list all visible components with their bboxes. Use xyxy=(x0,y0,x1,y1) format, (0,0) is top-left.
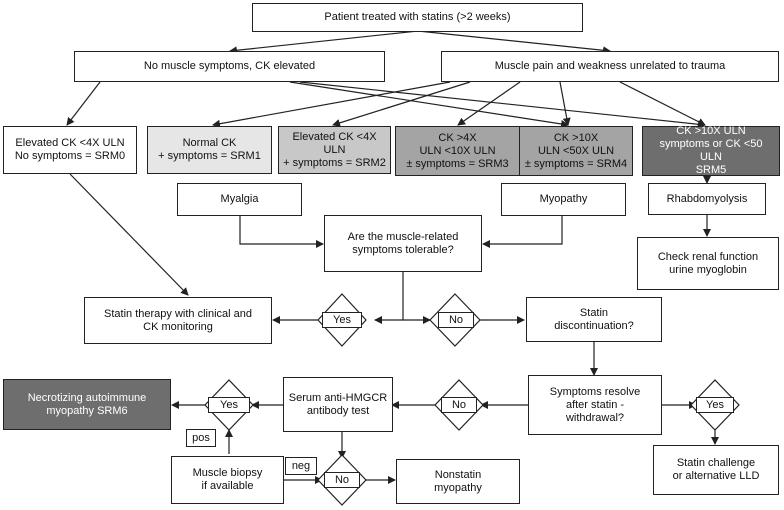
srm3-box: CK >4X ULN <10X ULN ± symptoms = SRM3 xyxy=(395,126,520,176)
statin-therapy-box: Statin therapy with clinical and CK moni… xyxy=(84,297,272,344)
statin-challenge-box: Statin challenge or alternative LLD xyxy=(653,445,779,495)
necrotizing-myopathy-box: Necrotizing autoimmune myopathy SRM6 xyxy=(3,379,171,430)
tolerable-question-box: Are the muscle-related symptoms tolerabl… xyxy=(324,215,482,272)
yes-tolerable-label: Yes xyxy=(322,312,362,328)
symptoms-resolve-box: Symptoms resolve after statin - withdraw… xyxy=(528,375,662,435)
rhabdomyolysis-box: Rhabdomyolysis xyxy=(648,183,766,215)
yes-hmgcr-label: Yes xyxy=(208,397,250,413)
no-resolve-label: No xyxy=(441,397,477,413)
patient-box: Patient treated with statins (>2 weeks) xyxy=(252,3,583,32)
no-hmgcr-label: No xyxy=(324,472,360,488)
srm2-box: Elevated CK <4X ULN + symptoms = SRM2 xyxy=(278,126,391,174)
srm4-box: CK >10X ULN <50X ULN ± symptoms = SRM4 xyxy=(519,126,633,176)
no-tolerable-label: No xyxy=(438,312,474,328)
neg-label: neg xyxy=(285,457,317,475)
muscle-biopsy-box: Muscle biopsy if available xyxy=(171,456,284,504)
discontinuation-box: Statin discontinuation? xyxy=(526,297,662,342)
myalgia-box: Myalgia xyxy=(177,183,302,216)
srm1-box: Normal CK + symptoms = SRM1 xyxy=(147,126,272,174)
yes-resolve-label: Yes xyxy=(696,397,734,413)
anti-hmgcr-box: Serum anti-HMGCR antibody test xyxy=(283,377,393,432)
srm5-box: CK >10X ULN symptoms or CK <50 ULN SRM5 xyxy=(642,125,780,176)
no-symptoms-ck-box: No muscle symptoms, CK elevated xyxy=(74,51,385,82)
myopathy-box: Myopathy xyxy=(501,183,626,216)
srm0-box: Elevated CK <4X ULN No symptoms = SRM0 xyxy=(3,126,137,174)
pos-label: pos xyxy=(186,429,216,447)
renal-function-box: Check renal function urine myoglobin xyxy=(637,237,779,290)
muscle-pain-box: Muscle pain and weakness unrelated to tr… xyxy=(441,51,779,82)
nonstatin-myopathy-box: Nonstatin myopathy xyxy=(396,459,520,504)
